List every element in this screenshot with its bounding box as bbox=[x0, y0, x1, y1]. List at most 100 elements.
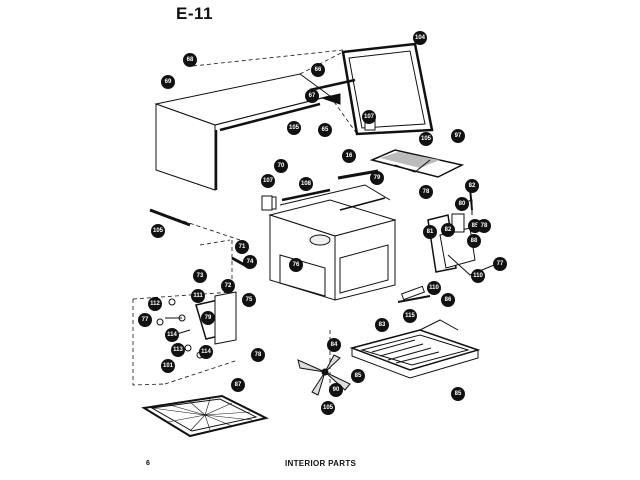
callout-label: 85 bbox=[355, 373, 362, 379]
callout-label: 88 bbox=[471, 238, 478, 244]
small-bracket bbox=[261, 195, 273, 211]
callout-label: 73 bbox=[197, 273, 204, 279]
callout-circle bbox=[221, 279, 235, 293]
callout-label: 78 bbox=[423, 189, 430, 195]
rail-strip bbox=[337, 169, 379, 180]
callout-label: 105 bbox=[289, 125, 300, 131]
callout-label: 82 bbox=[469, 183, 476, 189]
callout-label: 105 bbox=[153, 228, 164, 234]
fan-blade bbox=[297, 354, 351, 396]
callout-circle bbox=[274, 159, 288, 173]
callout-circle bbox=[477, 219, 491, 233]
part-callout-105: 105 bbox=[151, 224, 165, 238]
callout-circle bbox=[351, 369, 365, 383]
part-callout-66: 66 bbox=[311, 63, 325, 77]
callout-circle bbox=[321, 401, 335, 415]
callout-label: 77 bbox=[142, 317, 149, 323]
part-callout-105: 105 bbox=[321, 401, 335, 415]
callout-circle bbox=[243, 255, 257, 269]
callout-label: 114 bbox=[201, 349, 211, 355]
callout-label: 68 bbox=[187, 57, 194, 63]
callout-label: 86 bbox=[445, 297, 452, 303]
part-callout-114: 114 bbox=[199, 345, 213, 359]
callout-label: 67 bbox=[309, 93, 316, 99]
part-callout-107: 107 bbox=[261, 174, 275, 188]
callout-circle bbox=[191, 289, 205, 303]
callout-label: 84 bbox=[331, 342, 338, 348]
callout-label: 114 bbox=[167, 332, 177, 338]
callout-circle bbox=[231, 378, 245, 392]
callout-circle bbox=[171, 343, 185, 357]
callout-label: 16 bbox=[346, 153, 353, 159]
callout-label: 110 bbox=[429, 285, 439, 291]
callout-circle bbox=[138, 313, 152, 327]
callout-label: 79 bbox=[205, 315, 212, 321]
part-callout-65: 65 bbox=[318, 123, 332, 137]
part-callout-104: 104 bbox=[413, 31, 427, 45]
part-callout-82: 82 bbox=[465, 179, 479, 193]
callout-circle bbox=[342, 149, 356, 163]
part-callout-71: 71 bbox=[235, 240, 249, 254]
callout-label: 82 bbox=[445, 227, 452, 233]
callout-circle bbox=[311, 63, 325, 77]
part-callout-88: 88 bbox=[467, 234, 481, 248]
part-callout-67: 67 bbox=[305, 89, 319, 103]
part-callout-77: 77 bbox=[138, 313, 152, 327]
callout-circle bbox=[251, 348, 265, 362]
part-callout-73: 73 bbox=[193, 269, 207, 283]
part-callout-84: 84 bbox=[327, 338, 341, 352]
part-callout-78: 78 bbox=[477, 219, 491, 233]
part-callout-113: 113 bbox=[171, 343, 185, 357]
diagram-title: E-11 bbox=[176, 4, 213, 23]
part-callout-78: 78 bbox=[251, 348, 265, 362]
callout-circle bbox=[199, 345, 213, 359]
callout-label: 111 bbox=[193, 293, 203, 299]
callout-label: 113 bbox=[173, 347, 183, 353]
callout-circle bbox=[413, 31, 427, 45]
part-callout-75: 75 bbox=[242, 293, 256, 307]
part-callout-74: 74 bbox=[243, 255, 257, 269]
callout-label: 85 bbox=[455, 391, 462, 397]
callout-circle bbox=[451, 387, 465, 401]
callout-circle bbox=[305, 89, 319, 103]
part-callout-110: 110 bbox=[427, 281, 441, 295]
oven-cavity bbox=[267, 184, 397, 301]
callout-label: 74 bbox=[247, 259, 254, 265]
callout-circle bbox=[441, 223, 455, 237]
callout-label: 72 bbox=[225, 283, 232, 289]
part-callout-79: 79 bbox=[370, 171, 384, 185]
part-callout-111: 111 bbox=[191, 289, 205, 303]
callout-circle bbox=[165, 328, 179, 342]
callout-circle bbox=[161, 359, 175, 373]
part-callout-108: 108 bbox=[299, 177, 313, 191]
callout-label: 104 bbox=[415, 35, 426, 41]
callout-circle bbox=[427, 281, 441, 295]
callout-label: 83 bbox=[379, 322, 386, 328]
callout-label: 108 bbox=[301, 181, 312, 187]
cabinet-wrapper bbox=[154, 73, 332, 191]
drip-tray bbox=[349, 319, 481, 379]
part-callout-78: 78 bbox=[419, 185, 433, 199]
part-callout-90: 90 bbox=[329, 383, 343, 397]
callout-circle bbox=[151, 224, 165, 238]
callout-circle bbox=[455, 197, 469, 211]
callout-circle bbox=[318, 123, 332, 137]
callout-label: 107 bbox=[263, 178, 274, 184]
callout-label: 81 bbox=[427, 229, 434, 235]
callout-label: 101 bbox=[163, 363, 174, 369]
part-callout-86: 86 bbox=[441, 293, 455, 307]
part-callout-87: 87 bbox=[231, 378, 245, 392]
callout-circle bbox=[201, 311, 215, 325]
part-callout-105: 105 bbox=[419, 132, 433, 146]
callout-circle bbox=[493, 257, 507, 271]
callout-circle bbox=[183, 53, 197, 67]
callout-circle bbox=[423, 225, 437, 239]
oven-tray bbox=[141, 394, 269, 438]
side-strip bbox=[149, 208, 191, 227]
part-callout-105: 105 bbox=[287, 121, 301, 135]
part-callout-79: 79 bbox=[201, 311, 215, 325]
callout-label: 80 bbox=[459, 201, 466, 207]
callout-circle bbox=[465, 179, 479, 193]
callout-label: 110 bbox=[473, 273, 483, 279]
